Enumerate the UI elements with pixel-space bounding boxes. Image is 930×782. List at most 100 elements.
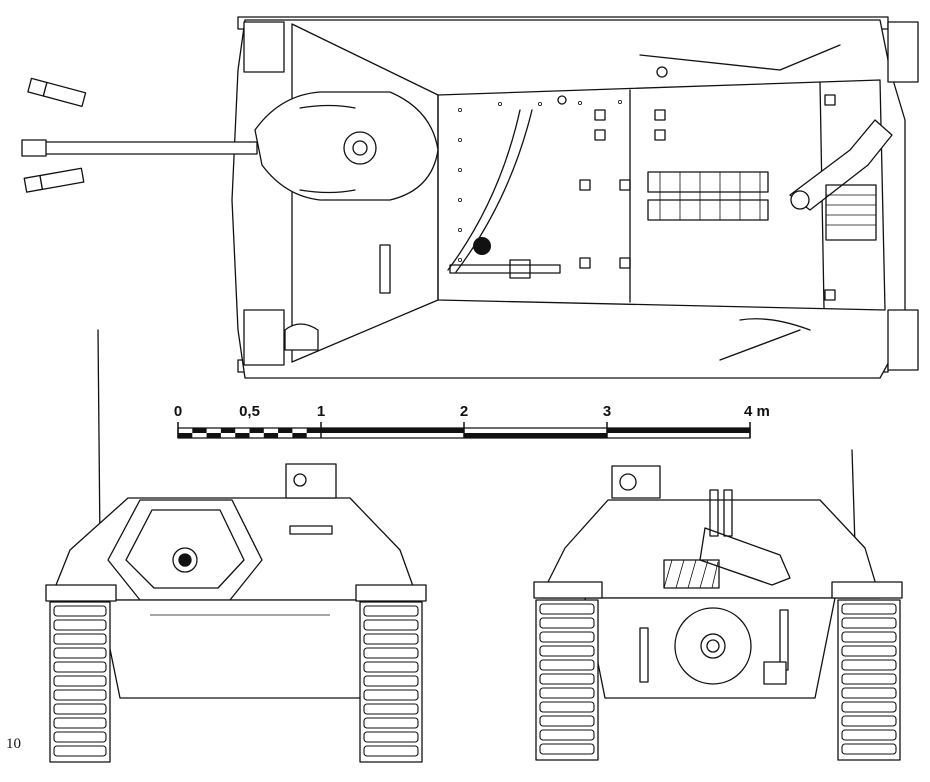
engine-deck xyxy=(437,79,886,311)
track-link xyxy=(841,659,897,671)
track-link xyxy=(841,645,897,657)
scale-segment xyxy=(607,428,750,433)
scale-segment xyxy=(321,428,464,433)
track-link xyxy=(539,617,595,629)
front-right-track xyxy=(359,601,423,763)
side-plate-rear-left xyxy=(887,21,919,83)
scale-bar: 0 0,5 1 2 3 4 m xyxy=(174,403,770,439)
track-link xyxy=(53,675,107,687)
front-view xyxy=(45,329,427,763)
front-left-mudguard xyxy=(45,584,117,602)
tool-rack-lower xyxy=(719,329,801,361)
scale-segment xyxy=(178,433,193,438)
front-antenna xyxy=(97,329,101,546)
front-right-mudguard xyxy=(355,584,427,602)
track-link xyxy=(539,729,595,741)
track-link xyxy=(363,633,419,645)
track-link xyxy=(53,731,107,743)
side-plate-front-left xyxy=(243,21,285,73)
scale-label: 4 m xyxy=(744,403,770,420)
scale-label: 1 xyxy=(317,403,325,420)
track-link xyxy=(841,743,897,755)
deck-rivets xyxy=(457,95,623,262)
scale-segment xyxy=(220,428,236,433)
rear-right-track xyxy=(837,599,901,761)
side-plate-front-right xyxy=(243,309,285,366)
track-link xyxy=(363,703,419,715)
top-view xyxy=(21,16,919,379)
track-link xyxy=(53,717,107,729)
scale-segment xyxy=(278,428,293,433)
gun-barrel xyxy=(41,141,258,155)
scale-label: 2 xyxy=(460,403,468,420)
track-link xyxy=(53,605,107,617)
track-link xyxy=(53,661,107,673)
track-link xyxy=(363,661,419,673)
track-link xyxy=(841,687,897,699)
rear-grille xyxy=(825,184,877,241)
track-link xyxy=(53,703,107,715)
track-link xyxy=(363,689,419,701)
ammunition-icons xyxy=(23,77,87,193)
rear-exhaust-muffler xyxy=(699,527,791,586)
scale-segment xyxy=(464,433,607,438)
track-link xyxy=(841,701,897,713)
track-link xyxy=(363,717,419,729)
track-link xyxy=(363,745,419,757)
hatch-handle xyxy=(473,237,491,255)
scale-segment xyxy=(263,433,279,438)
track-link xyxy=(363,731,419,743)
exhaust-muffler xyxy=(789,119,893,211)
scale-segment xyxy=(192,428,207,433)
rear-engine-grille xyxy=(663,559,720,589)
page-number: 10 xyxy=(6,736,21,752)
track-link xyxy=(539,673,595,685)
rear-access-door xyxy=(674,607,752,685)
gun-traverse-rail xyxy=(447,109,521,271)
track-link xyxy=(539,743,595,755)
track-link xyxy=(53,647,107,659)
track-link xyxy=(841,673,897,685)
track-link xyxy=(539,659,595,671)
track-link xyxy=(841,729,897,741)
scale-label: 0 xyxy=(174,403,182,420)
tool-rack-upper xyxy=(639,44,841,71)
track-link xyxy=(363,605,419,617)
track-link xyxy=(539,631,595,643)
track-link xyxy=(363,647,419,659)
rear-left-track xyxy=(535,599,599,761)
side-plate-rear-right xyxy=(887,309,919,371)
scale-segment xyxy=(206,433,221,438)
rear-view xyxy=(533,449,903,761)
track-link xyxy=(53,745,107,757)
scale-segment xyxy=(235,433,250,438)
track-link xyxy=(841,603,897,615)
track-link xyxy=(539,645,595,657)
track-link xyxy=(841,631,897,643)
track-link xyxy=(539,603,595,615)
track-link xyxy=(363,675,419,687)
track-link xyxy=(841,617,897,629)
track-link xyxy=(53,633,107,645)
track-link xyxy=(841,715,897,727)
rear-tail-light xyxy=(763,661,787,685)
track-link xyxy=(363,619,419,631)
scale-segment xyxy=(249,428,264,433)
engine-cooling-fins xyxy=(647,171,769,221)
scale-segment xyxy=(292,433,307,438)
muzzle xyxy=(21,139,47,157)
rear-left-mudguard xyxy=(533,581,603,599)
track-link xyxy=(53,619,107,631)
rear-right-mudguard xyxy=(831,581,903,599)
scale-label: 0,5 xyxy=(239,403,260,420)
scale-segment xyxy=(306,428,321,433)
scale-label: 3 xyxy=(603,403,611,420)
track-link xyxy=(53,689,107,701)
track-link xyxy=(539,701,595,713)
rear-antenna xyxy=(851,449,856,546)
front-left-track xyxy=(49,601,111,763)
track-link xyxy=(539,687,595,699)
remote-machine-gun xyxy=(449,264,561,274)
track-link xyxy=(539,715,595,727)
